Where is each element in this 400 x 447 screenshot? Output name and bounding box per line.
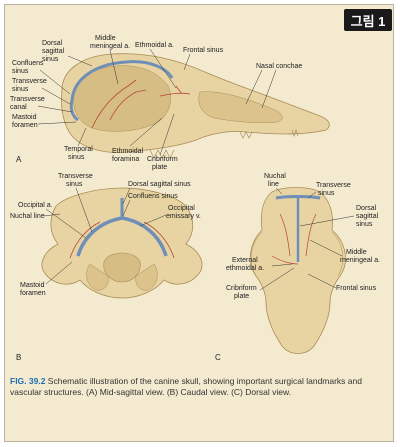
panel-a-letter: A (16, 155, 22, 164)
panel-c-letter: C (215, 353, 221, 362)
transverse-sinus-c (275, 195, 321, 200)
label-c-transverse-sinus: Transverse sinus (316, 182, 353, 197)
meningeal-artery-c (271, 213, 317, 265)
skull-caudal (41, 187, 203, 299)
zygomatic-left (250, 231, 263, 277)
label-a-transverse-canal: Transverse canal (10, 96, 47, 111)
panel-c: C Nuchal line Transverse sinus Dorsal sa… (215, 173, 380, 362)
caption-text: Schematic illustration of the canine sku… (10, 376, 362, 397)
label-c-cribriform: Cribriform plate (226, 285, 259, 300)
transverse-sinus-b (76, 216, 168, 257)
label-a-dorsal-sagittal: Dorsal sagittal sinus (42, 40, 66, 63)
label-c-frontal-sinus: Frontal sinus (336, 285, 377, 292)
label-a-mastoid: Mastoid foramen (12, 114, 38, 129)
meningeal-artery (91, 79, 147, 129)
label-a-cribriform: Cribriform plate (147, 156, 180, 171)
figure-tag: 그림 1 (344, 9, 392, 31)
label-b-occipital-a: Occipital a. (18, 202, 53, 209)
label-a-confluens: Confluens sinus (12, 60, 45, 75)
label-b-confluens: Confluens sinus (128, 193, 178, 200)
zygomatic-right (331, 231, 344, 277)
label-a-temporal-sinus: Temporal sinus (64, 146, 95, 161)
label-a-transverse-sinus: Transverse sinus (12, 78, 49, 93)
label-a-nasal-conchae: Nasal conchae (256, 63, 302, 70)
nasal-conchae-shape (198, 91, 283, 124)
label-b-mastoid: Mastoid foramen (20, 282, 46, 297)
foramen-magnum (103, 252, 141, 283)
label-c-dorsal-sagittal: Dorsal sagittal sinus (356, 205, 380, 228)
label-a-frontal-sinus: Frontal sinus (183, 47, 224, 54)
label-a-ethmoidal: Ethmoidal a. (135, 42, 174, 49)
panel-a: A Dorsal sagittal sinus Middle meningeal… (10, 35, 330, 171)
figure-caption: FIG. 39.2 Schematic illustration of the … (10, 376, 386, 398)
transverse-sinus-line (69, 99, 79, 122)
label-b-occipital-emissary: Occipital emissary v. (166, 205, 201, 220)
condyle-right (135, 263, 158, 291)
label-a-middle-meningeal: Middle meningeal a. (90, 35, 130, 50)
teeth (149, 128, 299, 159)
label-c-nuchal-line: Nuchal line (264, 173, 288, 188)
label-a-ethmoidal-foramina: Ethmoidal foramina (112, 148, 145, 163)
label-b-dorsal-sagittal: Dorsal sagittal sinus (128, 181, 191, 188)
caption-fig-number: FIG. 39.2 (10, 376, 46, 386)
label-c-middle-meningeal: Middle meningeal a. (340, 249, 380, 264)
skull-dorsal (249, 187, 346, 354)
label-c-external-ethmoidal: External ethmoidal a. (226, 257, 264, 272)
panel-b: B Transverse sinus Dorsal sagittal sinus… (10, 173, 203, 362)
label-b-transverse-sinus: Transverse sinus (58, 173, 95, 188)
ethmoidal-artery (159, 85, 191, 97)
panel-b-letter: B (16, 353, 21, 362)
condyle-left (86, 263, 109, 291)
cranial-cavity (73, 65, 171, 132)
label-b-nuchal-line: Nuchal line (10, 213, 45, 220)
